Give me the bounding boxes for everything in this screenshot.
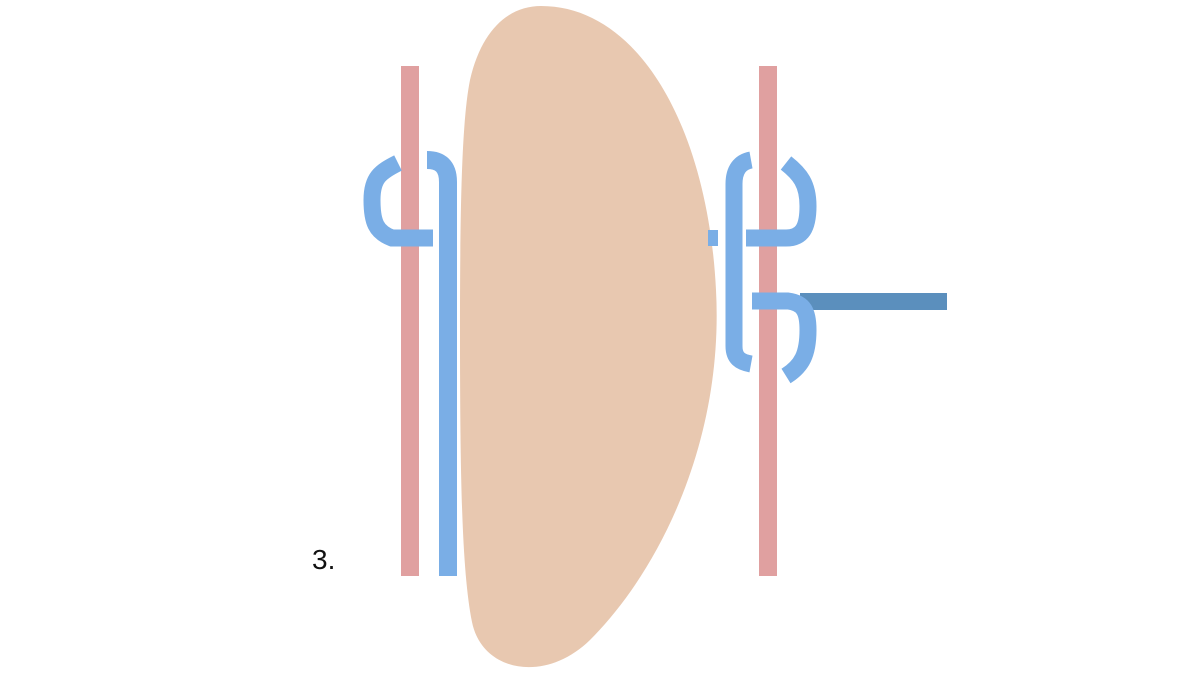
- organ-edge-stub: [708, 230, 718, 246]
- left-clamp-hook: [363, 155, 433, 247]
- right-red-vessel: [759, 66, 777, 576]
- step-label: 3.: [312, 544, 336, 575]
- right-lower-hook: [752, 292, 817, 384]
- right-blue-bracket: [725, 151, 754, 373]
- right-upper-hook: [746, 156, 817, 247]
- left-blue-vessel: [426, 151, 457, 576]
- right-dark-branch: [800, 293, 947, 310]
- organ-body: [460, 6, 717, 668]
- left-red-vessel: [401, 66, 419, 576]
